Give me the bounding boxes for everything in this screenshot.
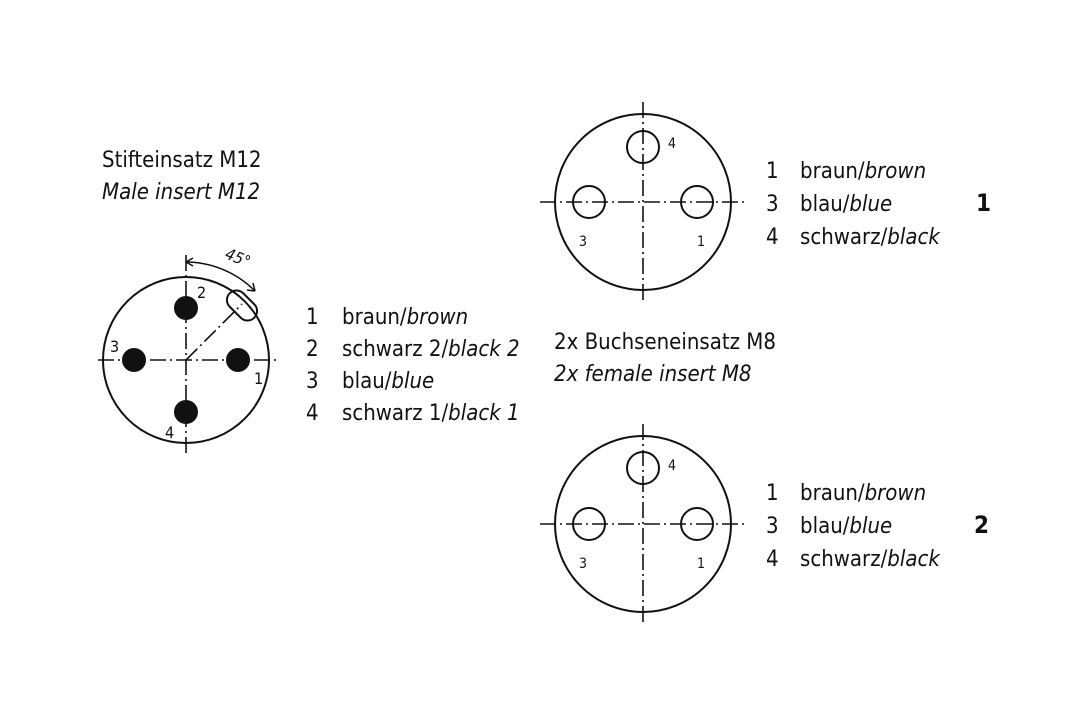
svg-text:3: 3	[766, 514, 779, 539]
female2-legend-item: 4 schwarz/black	[766, 547, 941, 572]
svg-text:2: 2	[306, 337, 319, 362]
male-connector-face: 45° 2 3 1 4	[98, 244, 278, 455]
female-insert-title: 2x Buchseneinsatz M8 2x female insert M8	[554, 330, 776, 387]
male-pin-label-4: 4	[165, 423, 174, 442]
female-connector-2: 4 3 1 1 braun/brown 3 blau/blue 4 schwar…	[540, 424, 989, 626]
svg-text:schwarz/black: schwarz/black	[800, 225, 941, 250]
svg-text:braun/brown: braun/brown	[342, 305, 468, 330]
female2-socket-3	[572, 507, 606, 541]
female2-legend-item: 3 blau/blue	[766, 514, 892, 539]
male-45deg-axis	[185, 303, 243, 361]
female2-connector-number: 2	[974, 511, 989, 539]
svg-text:1: 1	[766, 159, 779, 184]
svg-text:schwarz/black: schwarz/black	[800, 547, 941, 572]
svg-text:braun/brown: braun/brown	[800, 159, 926, 184]
female2-pin-label-3: 3	[579, 556, 587, 572]
male-legend-item: 3 blau/blue	[306, 369, 434, 394]
male-insert-section: Stifteinsatz M12 Male insert M12 45° 2 3…	[98, 148, 520, 455]
svg-text:4: 4	[766, 547, 779, 572]
female1-connector-number: 1	[976, 189, 991, 217]
svg-text:blau/blue: blau/blue	[800, 192, 892, 217]
male-coding-key	[225, 289, 259, 322]
male-legend-item: 1 braun/brown	[306, 305, 468, 330]
svg-text:blau/blue: blau/blue	[342, 369, 434, 394]
male-angle-arrow-end	[246, 282, 256, 292]
male-angle-arrow-start	[185, 257, 194, 267]
svg-text:1: 1	[306, 305, 319, 330]
female2-pin-label-1: 1	[697, 556, 705, 572]
female1-pin-label-1: 1	[697, 234, 705, 250]
male-title-en: Male insert M12	[102, 180, 260, 205]
female2-legend-item: 1 braun/brown	[766, 481, 926, 506]
svg-text:1: 1	[766, 481, 779, 506]
female1-socket-4	[626, 130, 660, 164]
male-pin-label-3: 3	[110, 337, 119, 356]
svg-text:schwarz 1/black 1: schwarz 1/black 1	[342, 401, 520, 426]
male-pin-label-1: 1	[254, 369, 263, 388]
svg-text:4: 4	[306, 401, 319, 426]
svg-text:3: 3	[306, 369, 319, 394]
female2-socket-4	[626, 451, 660, 485]
male-pin-1	[226, 348, 250, 372]
male-legend: 1 braun/brown 2 schwarz 2/black 2 3 blau…	[306, 305, 520, 426]
male-angle-label: 45°	[223, 244, 254, 271]
male-pin-label-2: 2	[197, 283, 206, 302]
female1-socket-1	[680, 185, 714, 219]
female1-legend: 1 braun/brown 3 blau/blue 4 schwarz/blac…	[766, 159, 941, 250]
female-title-de: 2x Buchseneinsatz M8	[554, 330, 776, 355]
female-connector-1: 4 3 1 1 braun/brown 3 blau/blue 4 schwar…	[540, 102, 991, 302]
female2-socket-1	[680, 507, 714, 541]
female1-socket-3	[572, 185, 606, 219]
female1-pin-label-3: 3	[579, 234, 587, 250]
female2-legend: 1 braun/brown 3 blau/blue 4 schwarz/blac…	[766, 481, 941, 572]
male-title-de: Stifteinsatz M12	[102, 148, 262, 173]
male-pin-2	[174, 296, 198, 320]
svg-text:blau/blue: blau/blue	[800, 514, 892, 539]
svg-text:4: 4	[766, 225, 779, 250]
male-legend-item: 2 schwarz 2/black 2	[306, 337, 520, 362]
male-angle-arc	[185, 261, 256, 292]
svg-text:3: 3	[766, 192, 779, 217]
female2-pin-label-4: 4	[668, 458, 676, 474]
female1-pin-label-4: 4	[668, 136, 676, 152]
female1-legend-item: 3 blau/blue	[766, 192, 892, 217]
female1-legend-item: 4 schwarz/black	[766, 225, 941, 250]
svg-text:schwarz 2/black 2: schwarz 2/black 2	[342, 337, 520, 362]
male-pin-3	[122, 348, 146, 372]
female-title-en: 2x female insert M8	[554, 362, 751, 387]
male-pin-4	[174, 400, 198, 424]
female1-legend-item: 1 braun/brown	[766, 159, 926, 184]
male-legend-item: 4 schwarz 1/black 1	[306, 401, 520, 426]
svg-text:braun/brown: braun/brown	[800, 481, 926, 506]
